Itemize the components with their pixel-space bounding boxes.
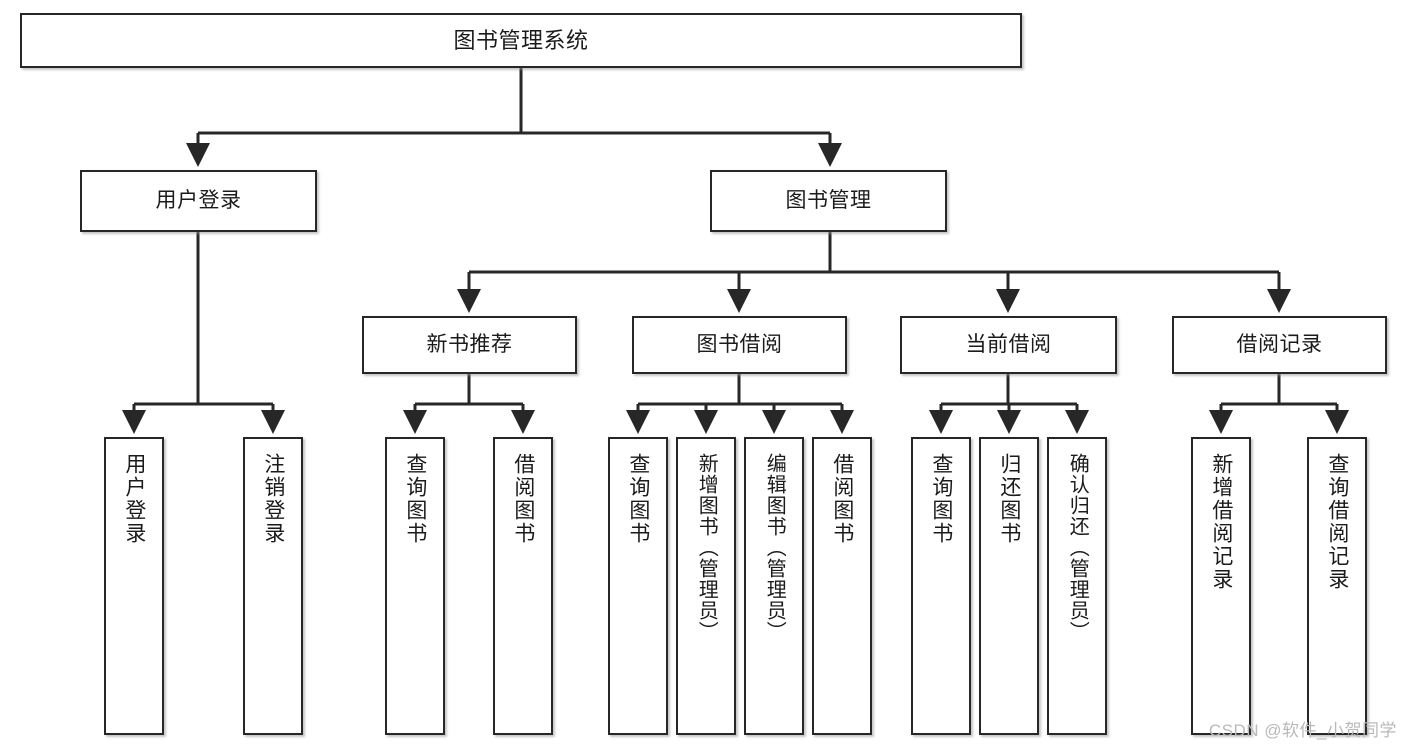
node-label: 借阅记录 bbox=[1236, 332, 1323, 356]
node-label: 图书管理 bbox=[785, 188, 872, 212]
node-book-management[interactable]: 图书管理 bbox=[710, 170, 947, 232]
node-label: 用户登录 bbox=[155, 188, 242, 212]
leaf-user-login-login[interactable]: 用户登录 bbox=[104, 437, 164, 735]
leaf-book-borrow-query-book[interactable]: 查询图书 bbox=[608, 437, 668, 735]
leaf-new-book-query-book[interactable]: 查询图书 bbox=[385, 437, 445, 735]
node-label: 借阅图书 bbox=[830, 453, 854, 545]
node-label: 查询图书 bbox=[403, 453, 427, 545]
leaf-book-borrow-borrow-book[interactable]: 借阅图书 bbox=[812, 437, 872, 735]
node-label: 当前借阅 bbox=[965, 332, 1052, 356]
node-label: 新增借阅记录 bbox=[1209, 453, 1233, 591]
leaf-book-borrow-add-book-admin[interactable]: 新增图书（管理员） bbox=[676, 437, 736, 735]
node-book-borrow[interactable]: 图书借阅 bbox=[632, 316, 847, 374]
node-label: 注销登录 bbox=[261, 453, 285, 545]
node-label: 归还图书 bbox=[997, 453, 1021, 545]
leaf-new-book-borrow-book[interactable]: 借阅图书 bbox=[493, 437, 553, 735]
leaf-borrow-record-add-record[interactable]: 新增借阅记录 bbox=[1191, 437, 1251, 735]
node-label: 图书管理系统 bbox=[453, 27, 589, 53]
node-current-borrow[interactable]: 当前借阅 bbox=[900, 316, 1117, 374]
node-root-book-management-system[interactable]: 图书管理系统 bbox=[20, 13, 1022, 68]
node-label: 图书借阅 bbox=[696, 332, 783, 356]
node-label: 确认归还（管理员） bbox=[1066, 453, 1089, 642]
leaf-user-login-logout[interactable]: 注销登录 bbox=[243, 437, 303, 735]
leaf-borrow-record-query-record[interactable]: 查询借阅记录 bbox=[1307, 437, 1367, 735]
node-label: 查询借阅记录 bbox=[1325, 453, 1349, 591]
node-label: 编辑图书（管理员） bbox=[763, 453, 786, 642]
node-new-book-recommend[interactable]: 新书推荐 bbox=[362, 316, 577, 374]
node-borrow-record[interactable]: 借阅记录 bbox=[1172, 316, 1387, 374]
node-user-login[interactable]: 用户登录 bbox=[80, 170, 317, 232]
leaf-current-borrow-return-book[interactable]: 归还图书 bbox=[979, 437, 1039, 735]
node-label: 用户登录 bbox=[122, 453, 146, 545]
leaf-book-borrow-edit-book-admin[interactable]: 编辑图书（管理员） bbox=[744, 437, 804, 735]
node-label: 查询图书 bbox=[929, 453, 953, 545]
node-label: 新增图书（管理员） bbox=[695, 453, 718, 642]
node-label: 借阅图书 bbox=[511, 453, 535, 545]
node-label: 查询图书 bbox=[626, 453, 650, 545]
leaf-current-borrow-confirm-return-admin[interactable]: 确认归还（管理员） bbox=[1047, 437, 1107, 735]
watermark-text: CSDN @软件_小贺同学 bbox=[1208, 721, 1397, 740]
node-label: 新书推荐 bbox=[426, 332, 513, 356]
leaf-current-borrow-query-book[interactable]: 查询图书 bbox=[911, 437, 971, 735]
